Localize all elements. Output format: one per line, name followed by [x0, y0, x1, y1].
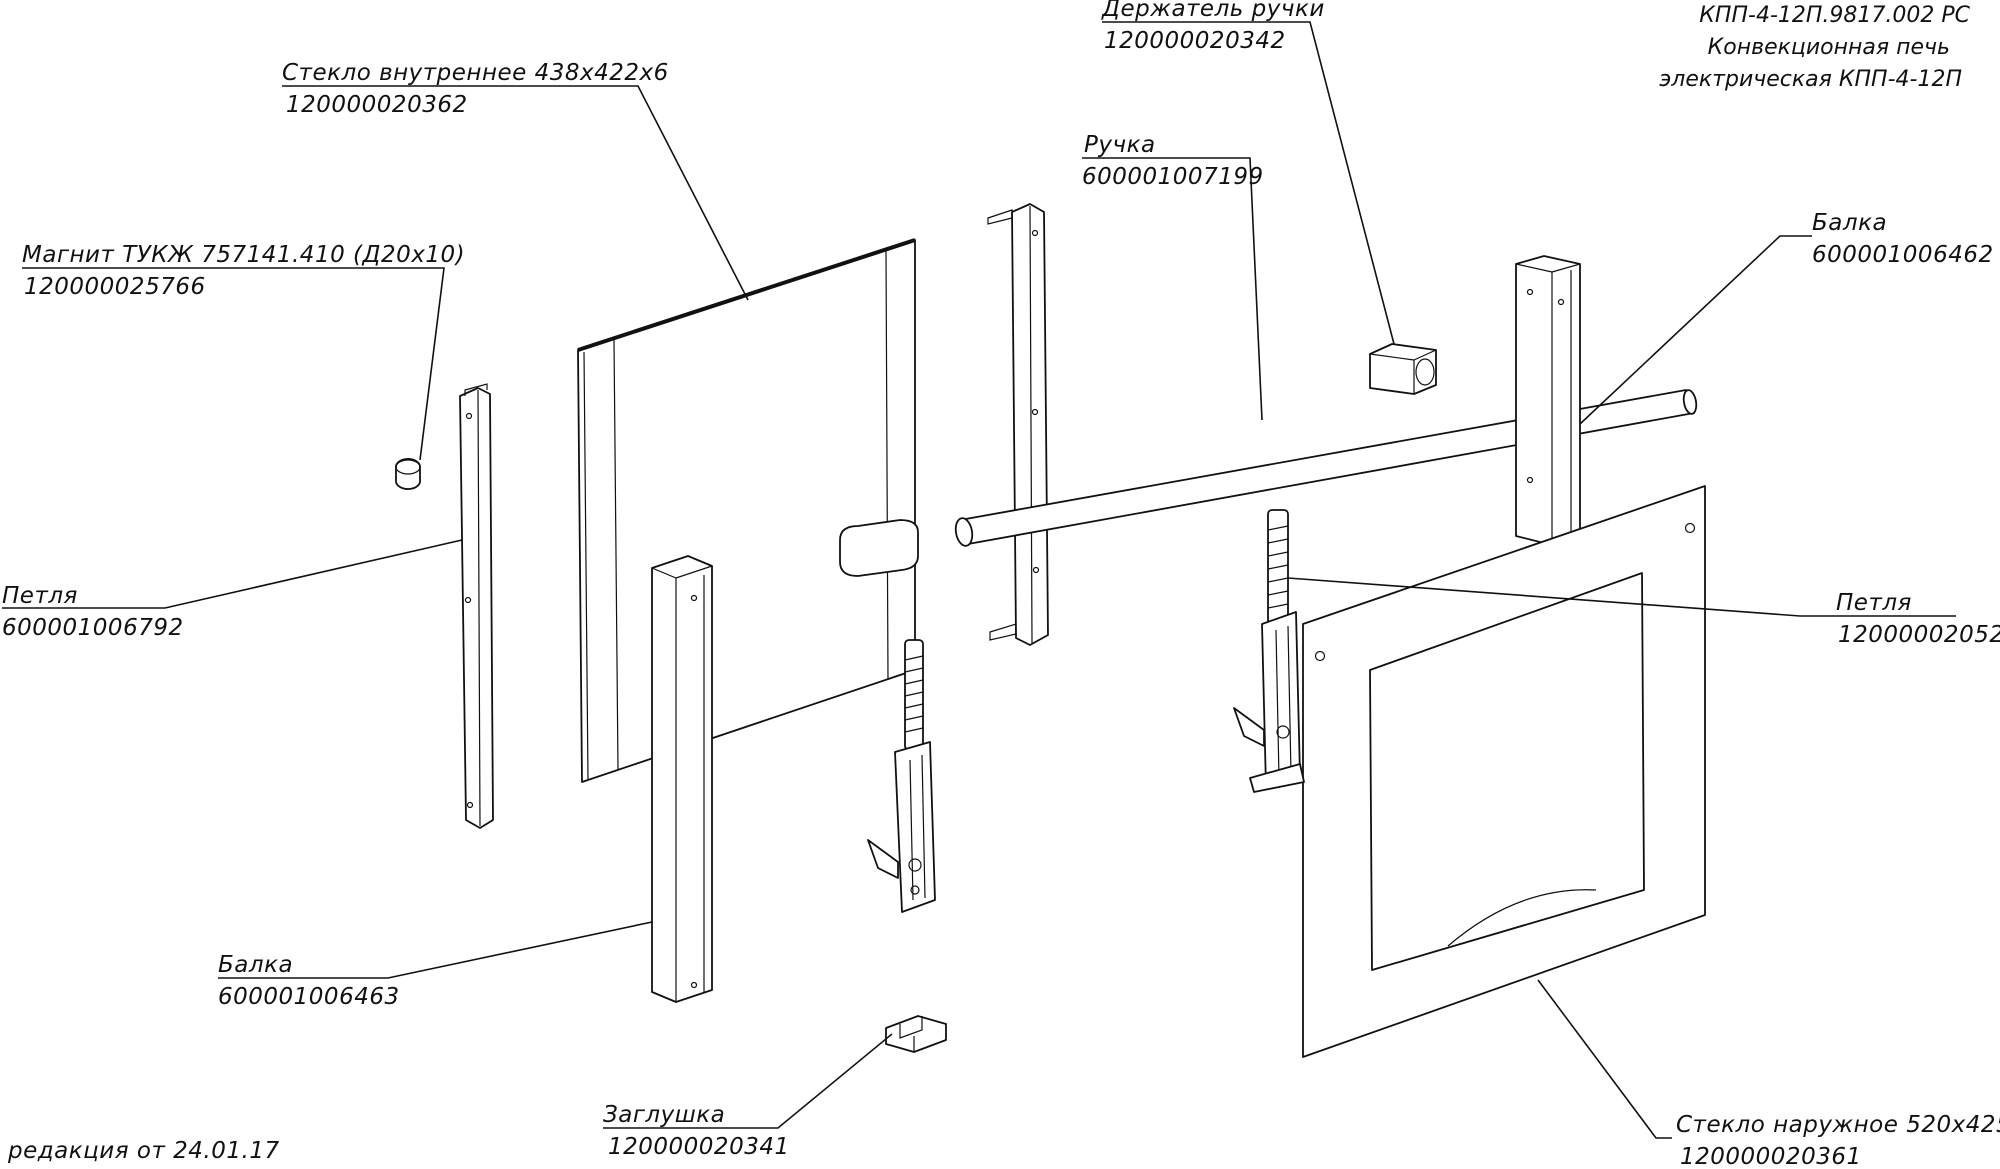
callout-name: Ручка: [1084, 132, 1156, 158]
callout-code: 120000020361: [1680, 1144, 1862, 1169]
callout-code: 600001006462: [1812, 242, 1994, 268]
handle-holder-part: [1369, 343, 1437, 395]
callout-hinge-right: Петля 120000020521: [1836, 590, 2000, 648]
callout-glass-inner: Стекло внутреннее 438х422х6 120000020362: [282, 60, 669, 118]
callout-code: 120000020521: [1838, 622, 2000, 648]
callout-handle: Ручка 600001007199: [1082, 132, 1264, 190]
callout-code: 600001006463: [218, 984, 400, 1010]
callout-hinge-left: Петля 600001006792: [2, 583, 184, 641]
callout-name: Магнит ТУКЖ 757141.410 (Д20х10): [22, 242, 465, 268]
callout-handle-holder: Держатель ручки 120000020342: [1101, 0, 1325, 54]
callout-code: 600001007199: [1082, 164, 1264, 190]
callout-code: 120000020362: [286, 92, 468, 118]
callout-name: Балка: [1812, 210, 1887, 236]
revision-note: редакция от 24.01.17: [7, 1138, 280, 1164]
product-name-line1: Конвекционная печь: [1708, 35, 1950, 60]
callout-name: Стекло наружное 520х425х5: [1676, 1112, 2000, 1138]
beam-right-part: [1515, 255, 1581, 546]
callout-code: 600001006792: [2, 615, 184, 641]
magnet-part: [395, 458, 421, 490]
callout-code: 120000020341: [608, 1134, 790, 1160]
hinge-strip-left-part: [459, 383, 494, 829]
callout-magnet: Магнит ТУКЖ 757141.410 (Д20х10) 12000002…: [22, 242, 465, 300]
drawing-code: КПП-4-12П.9817.002 РС: [1699, 3, 1970, 28]
hinge-mechanism-right-part: [1233, 509, 1305, 793]
callout-beam-left: Балка 600001006463: [218, 952, 400, 1010]
magnet-block-part: [839, 519, 919, 577]
inner-glass-part: [577, 238, 916, 783]
handle-part: [954, 389, 1698, 547]
callout-name: Заглушка: [603, 1102, 725, 1128]
callout-code: 120000025766: [24, 274, 206, 300]
callout-name: Держатель ручки: [1101, 0, 1325, 22]
product-name-line2: электрическая КПП-4-12П: [1659, 67, 1962, 92]
callout-plug: Заглушка 120000020341: [603, 1102, 790, 1160]
hinge-mechanism-left-part: [867, 639, 936, 913]
callout-beam-right: Балка 600001006462: [1812, 210, 1994, 268]
callout-name: Балка: [218, 952, 293, 978]
callout-glass-outer: Стекло наружное 520х425х5 120000020361: [1676, 1112, 2000, 1169]
plug-part: [885, 1015, 947, 1053]
callout-name: Петля: [1836, 590, 1912, 616]
callout-name: Петля: [2, 583, 78, 609]
outer-glass-part: [1302, 485, 1706, 1058]
leader-lines: [2, 21, 1956, 1139]
callout-name: Стекло внутреннее 438х422х6: [282, 60, 669, 86]
callout-code: 120000020342: [1104, 28, 1286, 54]
title-block: КПП-4-12П.9817.002 РС Конвекционная печь…: [1659, 3, 1970, 92]
beam-left-part: [651, 555, 713, 1003]
hinge-strip-middle-part: [987, 203, 1049, 646]
